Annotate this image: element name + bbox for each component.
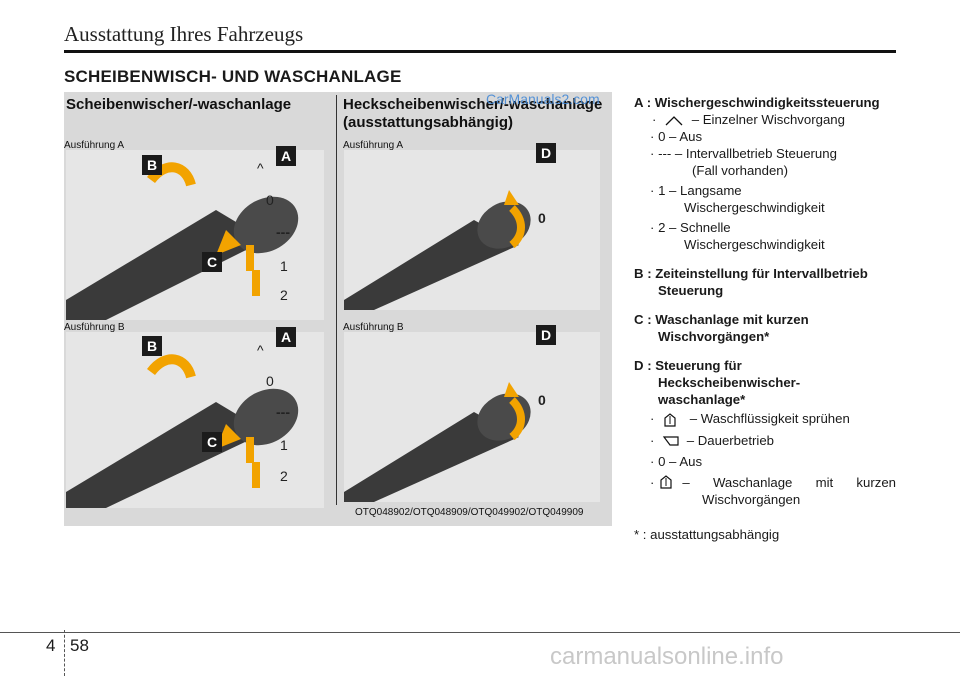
bottom-watermark: carmanualsonline.info bbox=[550, 643, 784, 670]
legend-b-label: B : Zeiteinstellung für Intervallbetrieb bbox=[634, 266, 868, 281]
footer-divider bbox=[64, 630, 65, 676]
mist-caret-icon bbox=[665, 115, 683, 125]
front-stalk-illustration-a bbox=[66, 150, 324, 320]
badge-a-a: A bbox=[276, 146, 296, 166]
badge-b-a: B bbox=[142, 155, 162, 175]
variant-b-label-front: Ausführung B bbox=[64, 322, 125, 333]
badge-c-b: C bbox=[202, 432, 222, 452]
legend-d-label: D : Steuerung für bbox=[634, 358, 742, 373]
rear-stalk-illustration-b bbox=[344, 332, 600, 502]
figure-code: OTQ048902/OTQ048909/OTQ049902/OTQ049909 bbox=[355, 507, 584, 518]
legend-a-item-high: · 2 – Schnelle bbox=[650, 220, 731, 235]
page-number: 58 bbox=[70, 636, 89, 655]
legend-c-label: C : Waschanlage mit kurzen bbox=[634, 312, 809, 327]
pos-int-a: --- bbox=[276, 224, 290, 240]
front-wiper-title: Scheibenwischer/-waschanlage bbox=[66, 96, 292, 113]
legend-a-item-interval: · --- – Intervallbetrieb Steuerung bbox=[650, 146, 837, 161]
section-title: SCHEIBENWISCH- UND WASCHANLAGE bbox=[64, 67, 402, 86]
chapter-number: 4 bbox=[46, 636, 56, 655]
variant-a-label-front: Ausführung A bbox=[64, 140, 125, 151]
legend-a-item-low: · 1 – Langsame bbox=[650, 183, 742, 198]
footer-rule bbox=[0, 632, 960, 633]
variant-a-label-rear: Ausführung A bbox=[343, 140, 404, 151]
legend-a-item-interval-note: (Fall vorhanden) bbox=[692, 163, 789, 178]
badge-d-a: D bbox=[536, 143, 556, 163]
pos-2-b: 2 bbox=[280, 468, 288, 484]
legend-a-item-high-cont: Wischergeschwindigkeit bbox=[684, 237, 825, 252]
legend-d-item-spray: · – Waschflüssigkeit sprühen bbox=[650, 411, 850, 427]
legend-a-label: A : Wischergeschwindigkeitssteuerung bbox=[634, 95, 880, 110]
rear-stalk-illustration-a bbox=[344, 150, 600, 310]
legend-a-item-low-cont: Wischergeschwindigkeit bbox=[684, 200, 825, 215]
header-title: Ausstattung Ihres Fahrzeugs bbox=[64, 22, 304, 46]
legend-d-item-off: · 0 – Aus bbox=[650, 454, 703, 470]
rear-pos-0-b: 0 bbox=[538, 392, 546, 408]
front-stalk-illustration-b bbox=[66, 332, 324, 508]
pos-mist-b: ^ bbox=[257, 342, 264, 358]
washer-short-icon bbox=[660, 475, 673, 489]
legend-d-item-short: · – Waschanlage mit kurzen bbox=[650, 475, 896, 491]
legend-d-label-cont2: waschanlage* bbox=[658, 392, 746, 407]
pos-0-a: 0 bbox=[266, 192, 274, 208]
rear-pos-0-a: 0 bbox=[538, 210, 546, 226]
badge-b-b: B bbox=[142, 336, 162, 356]
rear-wiper-title: Heckscheibenwischer/-waschanlage (aussta… bbox=[343, 96, 603, 131]
pos-1-a: 1 bbox=[280, 258, 288, 274]
legend-a-item-single: · – Einzelner Wischvorgang bbox=[652, 112, 845, 127]
washer-spray-icon bbox=[664, 412, 676, 427]
header-rule bbox=[64, 50, 896, 53]
badge-c-a: C bbox=[202, 252, 222, 272]
legend-column: A : Wischergeschwindigkeitssteuerung · –… bbox=[634, 94, 896, 543]
rear-wiper-icon bbox=[662, 436, 679, 446]
figure-divider bbox=[336, 95, 337, 505]
legend-a-item-off: · 0 – Aus bbox=[650, 129, 703, 144]
footnote: * : ausstattungsabhängig bbox=[634, 527, 780, 543]
legend-b-label-cont: Steuerung bbox=[658, 283, 724, 298]
pos-int-b: --- bbox=[276, 404, 290, 420]
pos-mist-a: ^ bbox=[257, 160, 264, 176]
pos-0-b: 0 bbox=[266, 373, 274, 389]
pos-2-a: 2 bbox=[280, 287, 288, 303]
legend-d-item-short-cont: Wischvorgängen bbox=[702, 492, 801, 508]
badge-a-b: A bbox=[276, 327, 296, 347]
site-watermark: CarManuals2.com bbox=[486, 91, 600, 107]
legend-c-label-cont: Wischvorgängen* bbox=[658, 329, 770, 344]
legend-d-item-continuous: · – Dauerbetrieb bbox=[650, 432, 774, 448]
badge-d-b: D bbox=[536, 325, 556, 345]
pos-1-b: 1 bbox=[280, 437, 288, 453]
variant-b-label-rear: Ausführung B bbox=[343, 322, 404, 333]
legend-d-label-cont: Heckscheibenwischer- bbox=[658, 375, 801, 390]
